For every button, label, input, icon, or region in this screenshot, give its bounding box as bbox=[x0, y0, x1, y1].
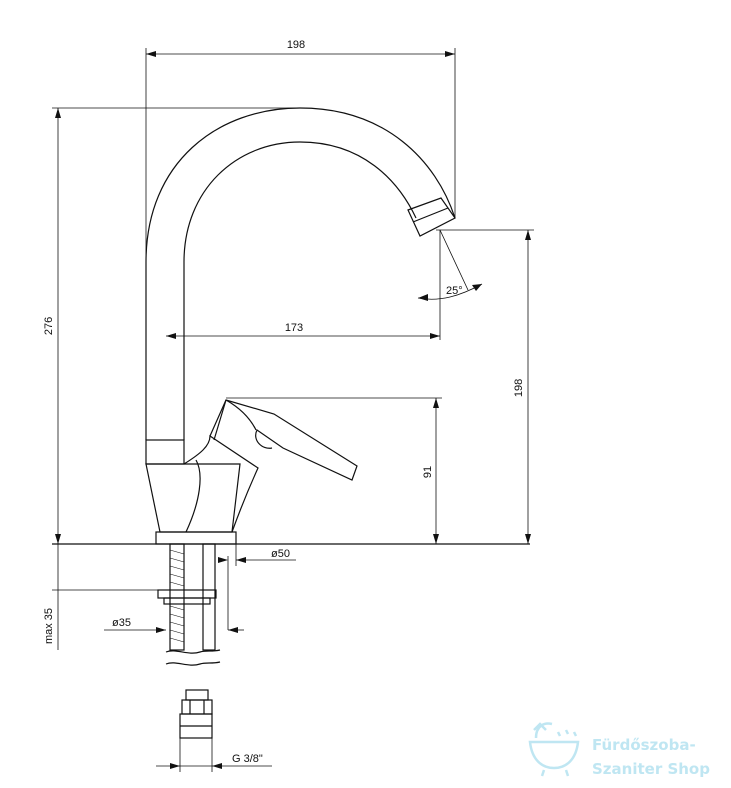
label-total-height: 276 bbox=[43, 317, 55, 335]
label-total-width: 198 bbox=[287, 39, 305, 51]
label-mount-hole: ø35 bbox=[112, 617, 131, 629]
label-spout-reach: 173 bbox=[285, 322, 303, 334]
label-outlet-height: 198 bbox=[513, 379, 525, 397]
base-plate bbox=[155, 531, 237, 545]
label-angle: 25° bbox=[446, 285, 463, 297]
hose-fitting bbox=[185, 689, 209, 701]
label-base-diameter: ø50 bbox=[271, 548, 290, 560]
cartridge-housing bbox=[183, 434, 259, 533]
stud-thread bbox=[169, 549, 185, 643]
shower-bath-icon bbox=[528, 722, 580, 777]
label-max-thickness: max 35 bbox=[43, 608, 55, 644]
spout-outer-curve bbox=[145, 107, 456, 440]
faucet-outline bbox=[52, 107, 530, 739]
watermark: Fürdőszoba- Szaniter Shop bbox=[528, 722, 710, 778]
spout-inner-curve bbox=[183, 141, 417, 440]
swivel-collar bbox=[145, 439, 185, 465]
watermark-line1: Fürdőszoba- bbox=[592, 736, 696, 754]
supply-pipe bbox=[202, 543, 216, 651]
cone-body bbox=[145, 463, 241, 533]
watermark-line2: Szaniter Shop bbox=[592, 760, 710, 778]
threaded-stud bbox=[169, 543, 185, 651]
dimension-lines bbox=[52, 48, 534, 772]
arrowheads bbox=[55, 51, 531, 769]
label-lever-height: 91 bbox=[422, 466, 434, 478]
fixing-washer bbox=[157, 589, 217, 599]
label-connection: G 3/8" bbox=[232, 753, 263, 765]
mixer-lever bbox=[209, 399, 358, 481]
